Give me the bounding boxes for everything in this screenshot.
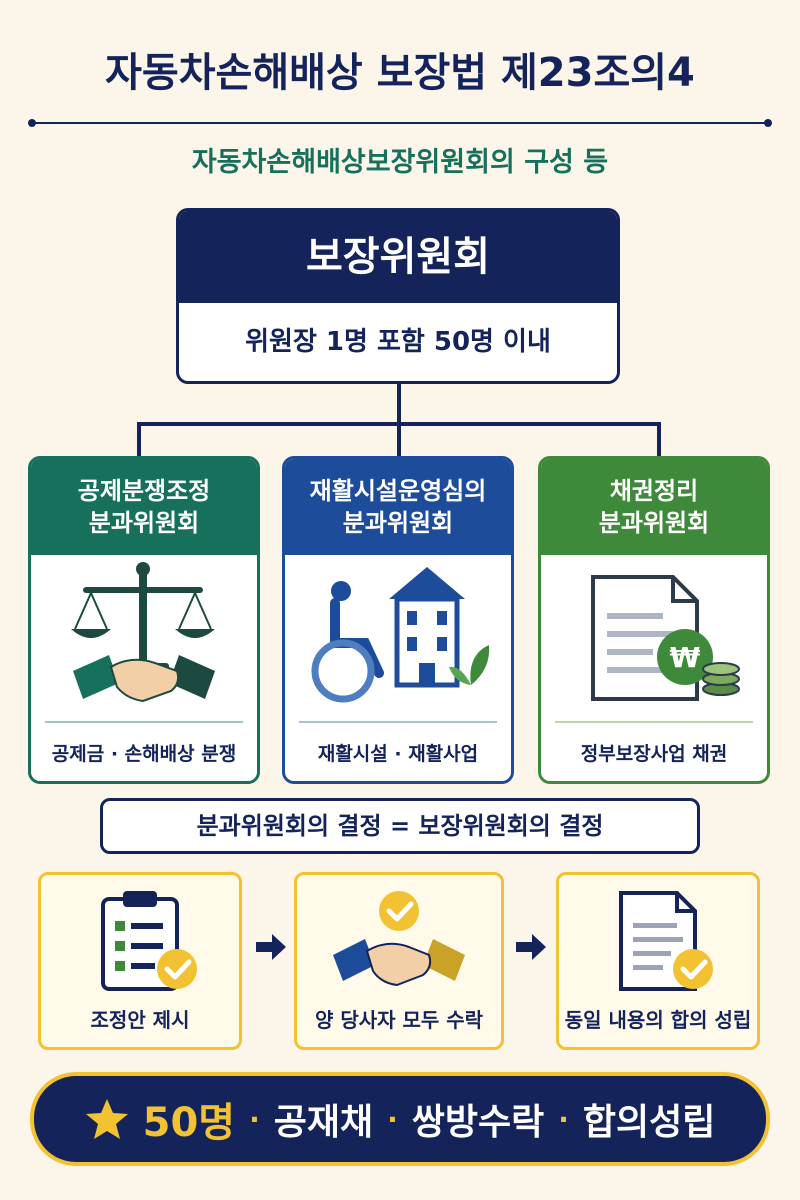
subcommittee-title-line1: 재활시설운영심의 [309, 476, 487, 505]
subcommittee-title-line1: 공제분쟁조정 [77, 476, 211, 505]
svg-text:₩: ₩ [670, 641, 701, 674]
wheelchair-building-icon [311, 567, 490, 703]
card-divider [555, 721, 753, 723]
document-check-icon [619, 891, 713, 991]
subcommittee-role: 공제금 · 손해배상 분쟁 [51, 743, 237, 765]
document-won-coins-icon: ₩ [591, 575, 740, 701]
connector-left [137, 422, 141, 458]
summary-highlight: 50명 [142, 1100, 236, 1146]
step-agreement: 동일 내용의 합의 성립 [556, 872, 760, 1050]
step-label: 양 당사자 모두 수락 [314, 1008, 484, 1032]
summary-separator: · [387, 1102, 398, 1136]
step-proposal: 조정안 제시 [38, 872, 242, 1050]
subcommittee-title-line2: 분과위원회 [342, 509, 454, 537]
subcommittee-role: 정부보장사업 채권 [580, 743, 728, 765]
summary-banner: 50명 · 공재채 · 쌍방수락 · 합의성립 [30, 1072, 770, 1166]
scales-handshake-icon [71, 562, 215, 703]
arrow-right-icon [256, 934, 286, 960]
summary-item: 쌍방수락 [411, 1102, 545, 1143]
summary-separator: · [249, 1102, 260, 1136]
step-label: 동일 내용의 합의 성립 [564, 1008, 752, 1032]
committee-composition: 위원장 1명 포함 50명 이내 [245, 327, 551, 357]
connector-right [657, 422, 661, 458]
star-icon [85, 1099, 128, 1139]
page-subtitle: 자동차손해배상보장위원회의 구성 등 [191, 147, 609, 178]
subcommittee-title-line2: 분과위원회 [598, 509, 710, 537]
arrow-right-icon [516, 934, 546, 960]
divider-dot-right [764, 119, 772, 127]
decision-rule: 분과위원회의 결정 = 보장위원회의 결정 [100, 798, 700, 854]
subcommittee-title-line1: 채권정리 [609, 476, 699, 505]
subcommittee-title-line2: 분과위원회 [88, 509, 200, 537]
step-acceptance: 양 당사자 모두 수락 [294, 872, 504, 1050]
subcommittee-role: 재활시설 · 재활사업 [317, 743, 479, 765]
title-divider [32, 122, 768, 124]
summary-item: 합의성립 [582, 1102, 716, 1143]
clipboard-check-icon [101, 891, 197, 991]
summary-item: 공재채 [273, 1102, 374, 1143]
divider-dot-left [28, 119, 36, 127]
connector-trunk [397, 384, 401, 424]
handshake-check-icon [333, 891, 465, 987]
summary-separator: · [558, 1102, 569, 1136]
page-title: 자동차손해배상 보장법 제23조의4 [105, 50, 695, 96]
card-divider [299, 721, 497, 723]
committee-box: 보장위원회 위원장 1명 포함 50명 이내 [176, 208, 620, 384]
connector-center [397, 422, 401, 458]
card-divider [45, 721, 243, 723]
step-label: 조정안 제시 [90, 1008, 190, 1032]
committee-name: 보장위원회 [179, 211, 617, 303]
